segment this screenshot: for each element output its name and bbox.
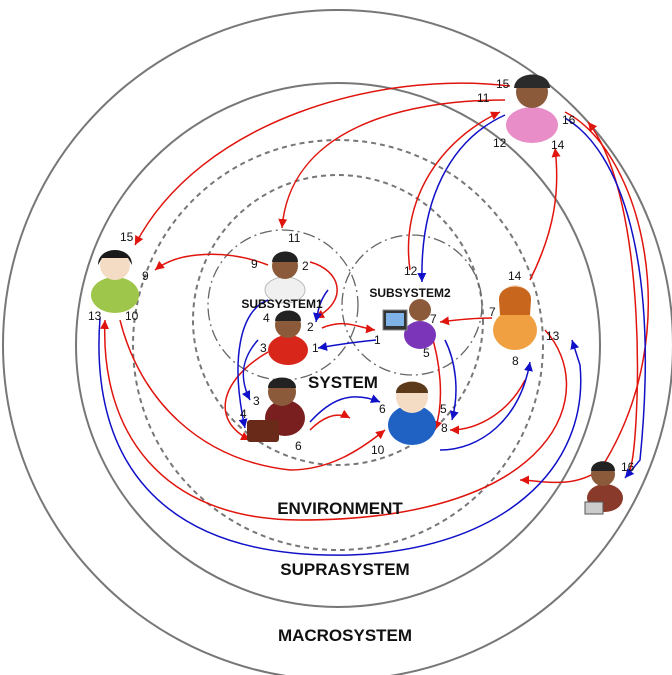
number-label: 9 <box>142 269 149 283</box>
subsystem1-label: SUBSYSTEM1 <box>241 297 323 311</box>
person-top-right-icon <box>506 74 558 143</box>
macrosystem-label: MACROSYSTEM <box>278 626 412 645</box>
environment-label: ENVIRONMENT <box>277 499 403 518</box>
person-subsystem1-red-icon <box>268 310 308 365</box>
number-label: 3 <box>253 394 260 408</box>
subsystem2-ring <box>341 234 483 376</box>
number-label: 11 <box>288 231 301 245</box>
number-label: 16 <box>562 113 576 127</box>
suprasystem-label: SUPRASYSTEM <box>280 560 409 579</box>
number-label: 15 <box>496 77 510 91</box>
person-subsystem1-top-icon <box>264 251 306 304</box>
suprasystem-ring <box>75 82 601 608</box>
number-label: 7 <box>430 312 437 326</box>
number-label: 9 <box>251 257 258 271</box>
person-camera-icon <box>584 461 623 515</box>
number-label: 1 <box>312 341 319 355</box>
number-label: 10 <box>371 443 385 457</box>
number-label: 2 <box>302 259 309 273</box>
person-blue-suit-icon <box>388 381 436 445</box>
number-label: 1 <box>374 333 381 347</box>
system-label: SYSTEM <box>308 373 378 392</box>
person-left-green-icon <box>91 250 139 313</box>
number-label: 16 <box>621 460 635 474</box>
number-label: 2 <box>307 320 314 334</box>
number-label: 8 <box>441 421 448 435</box>
number-label: 8 <box>512 354 519 368</box>
number-label: 14 <box>551 138 565 152</box>
person-briefcase-icon <box>247 377 305 442</box>
number-label: 14 <box>508 269 522 283</box>
number-label: 12 <box>404 264 418 278</box>
blue-arrows <box>98 114 646 556</box>
number-label: 10 <box>125 309 139 323</box>
person-subsystem2-icon <box>382 299 436 349</box>
number-label: 7 <box>489 305 496 319</box>
number-label: 15 <box>120 230 134 244</box>
subsystem2-label: SUBSYSTEM2 <box>369 286 451 300</box>
number-label: 13 <box>546 329 560 343</box>
number-label: 3 <box>260 341 267 355</box>
number-label: 4 <box>263 311 270 325</box>
number-label: 12 <box>493 136 507 150</box>
number-label: 4 <box>240 407 247 421</box>
number-label: 13 <box>88 309 102 323</box>
number-label: 5 <box>440 402 447 416</box>
connection-numbers: 15 11 16 12 14 15 9 13 10 11 9 2 4 2 3 1… <box>88 77 635 474</box>
macrosystem-ring <box>2 9 672 675</box>
number-label: 5 <box>423 346 430 360</box>
number-label: 6 <box>379 402 386 416</box>
system-ring <box>192 174 484 466</box>
number-label: 6 <box>295 439 302 453</box>
number-label: 11 <box>477 91 490 105</box>
person-orange-right-icon <box>493 285 537 350</box>
environment-ring <box>132 139 544 551</box>
